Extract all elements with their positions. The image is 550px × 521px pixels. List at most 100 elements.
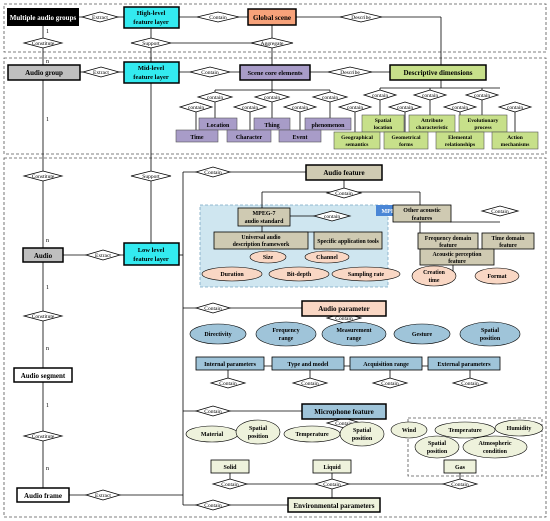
extract-label: Extract	[95, 493, 111, 499]
external-parameters-node	[427, 356, 501, 371]
contain-label: Contain	[204, 306, 222, 312]
audio-group-text: Audio group	[25, 69, 63, 77]
contain-label: Contain	[301, 381, 319, 387]
contain-label: contain	[207, 95, 223, 101]
multiplicity-n: n	[46, 59, 49, 65]
contain-label: Contain	[219, 381, 237, 387]
contain-label: Contain	[335, 316, 353, 322]
relation-labels: Extract Contain Describe Constitute Supp…	[32, 15, 524, 509]
microphone-feature-node	[301, 403, 387, 420]
high-level-layer-text-2: feature layer	[133, 19, 169, 26]
audio-segment-text: Audio segment	[21, 372, 66, 380]
duration-text: Duration	[220, 272, 244, 278]
mpeg7-standard-text-2: audio standard	[245, 219, 285, 225]
high-level-nodes: Multiple audio groups High-level feature…	[7, 6, 297, 29]
solid-spatial-position-text-2: position	[248, 434, 269, 440]
specific-tools-text: Specific application tools	[317, 239, 379, 245]
attribute-characteristic-node	[408, 114, 456, 133]
global-scene-node	[247, 8, 297, 26]
contain-label: Contain	[209, 15, 227, 21]
acquisition-range-text: Acquisition range	[363, 362, 409, 368]
environmental-parameters-text: Environmental parameters	[294, 502, 375, 510]
contain-label: Contain	[461, 381, 479, 387]
elemental-relationships-text-1: Elemental	[448, 135, 472, 141]
geographical-semantics-text-2: semantics	[346, 142, 369, 148]
directivity-text: Directivity	[204, 332, 231, 338]
acquisition-range-node	[349, 356, 423, 371]
time-node	[175, 129, 219, 143]
type-and-model-text: Type and model	[288, 362, 329, 368]
audio-feature-text: Audio feature	[323, 169, 364, 177]
support-label: Support	[142, 41, 160, 47]
bit-depth-node	[268, 266, 330, 282]
location-text: Location	[207, 123, 230, 129]
microphone-section: Microphone feature Material Spatial posi…	[185, 403, 544, 513]
constitute-label: Constitute	[32, 41, 55, 47]
wind-text: Wind	[402, 428, 417, 434]
gas-spatial-position-text-1: Spatial	[428, 441, 446, 447]
descriptive-dimensions-text: Descriptive dimensions	[403, 69, 472, 77]
action-mechanisms-text-2: mechanisms	[501, 142, 530, 148]
audio-parameter-section: Audio parameter Directivity Frequency ra…	[189, 300, 521, 371]
liquid-spatial-position-node	[339, 421, 385, 447]
liquid-temperature-text: Temperature	[295, 432, 329, 438]
multiple-audio-groups-node	[7, 8, 79, 26]
gas-temperature-node	[434, 421, 496, 439]
measurement-range-text-1: Measurement	[336, 328, 371, 334]
external-parameters-text: External parameters	[437, 362, 491, 368]
elemental-relationships-text-2: relationships	[445, 142, 475, 148]
spatial-location-text-1: Spatial	[375, 118, 392, 124]
acoustic-perception-text-1: Acoustic perception	[433, 252, 483, 258]
format-text: Format	[487, 274, 506, 280]
audio-feature-node	[305, 164, 383, 181]
spatial-location-node	[361, 114, 405, 133]
gas-temperature-text: Temperature	[448, 428, 482, 434]
solid-text: Solid	[223, 465, 237, 471]
constitute-label: Constitute	[32, 174, 55, 180]
universal-framework-text-2: description framework	[233, 242, 291, 248]
phenomenon-node	[304, 117, 352, 131]
audio-text: Audio	[34, 252, 53, 260]
extract-label: Extract	[93, 70, 109, 76]
contain-label: Contain	[381, 381, 399, 387]
audio-feature-section: Audio feature MPEG-7 MPEG-7 audio standa…	[201, 164, 535, 287]
time-domain-text-1: Time domain	[492, 236, 526, 242]
acoustic-perception-text-2: feature	[448, 259, 466, 265]
layer-regions	[3, 3, 547, 518]
contain-label: contain	[188, 105, 204, 111]
channel-node	[304, 250, 350, 264]
other-acoustic-text-2: features	[412, 216, 433, 222]
contain-label: Contain	[335, 191, 353, 197]
extract-label: Extract	[92, 15, 108, 21]
multiplicity-n: n	[46, 238, 49, 244]
support-label: Support	[142, 174, 160, 180]
acoustic-perception-node	[419, 248, 495, 266]
liquid-text: Liquid	[323, 465, 341, 471]
mid-level-nodes: Audio group Mid-level feature layer Scen…	[7, 61, 539, 150]
geometrical-forms-text-2: forms	[399, 142, 413, 148]
high-level-region	[3, 3, 547, 53]
scene-core-elements-text: Scene core elements	[247, 70, 303, 77]
high-level-layer-text-1: High-level	[137, 10, 166, 17]
attribute-characteristic-text-2: characteristic	[416, 125, 449, 131]
low-level-region	[3, 157, 547, 518]
action-mechanisms-text-1: Action	[507, 135, 523, 141]
type-and-model-node	[271, 356, 345, 371]
measurement-range-node	[321, 321, 387, 347]
multiplicity-n: n	[46, 466, 49, 472]
thing-node	[253, 117, 291, 131]
mpeg7-standard-text-1: MPEG-7	[253, 211, 276, 217]
internal-parameters-node	[195, 356, 265, 371]
liquid-spatial-position-text-2: position	[352, 436, 373, 442]
thing-text: Thing	[264, 123, 279, 129]
contain-label: Contain	[323, 482, 341, 488]
duration-node	[201, 266, 263, 282]
frequency-domain-text-2: feature	[439, 243, 457, 249]
spatial-position-text-2: position	[480, 336, 501, 342]
attribute-characteristic-text-1: Attribute	[421, 118, 444, 124]
mid-level-layer-text-1: Mid-level	[138, 65, 165, 72]
contain-label: contain	[322, 95, 338, 101]
gesture-node	[393, 323, 451, 345]
